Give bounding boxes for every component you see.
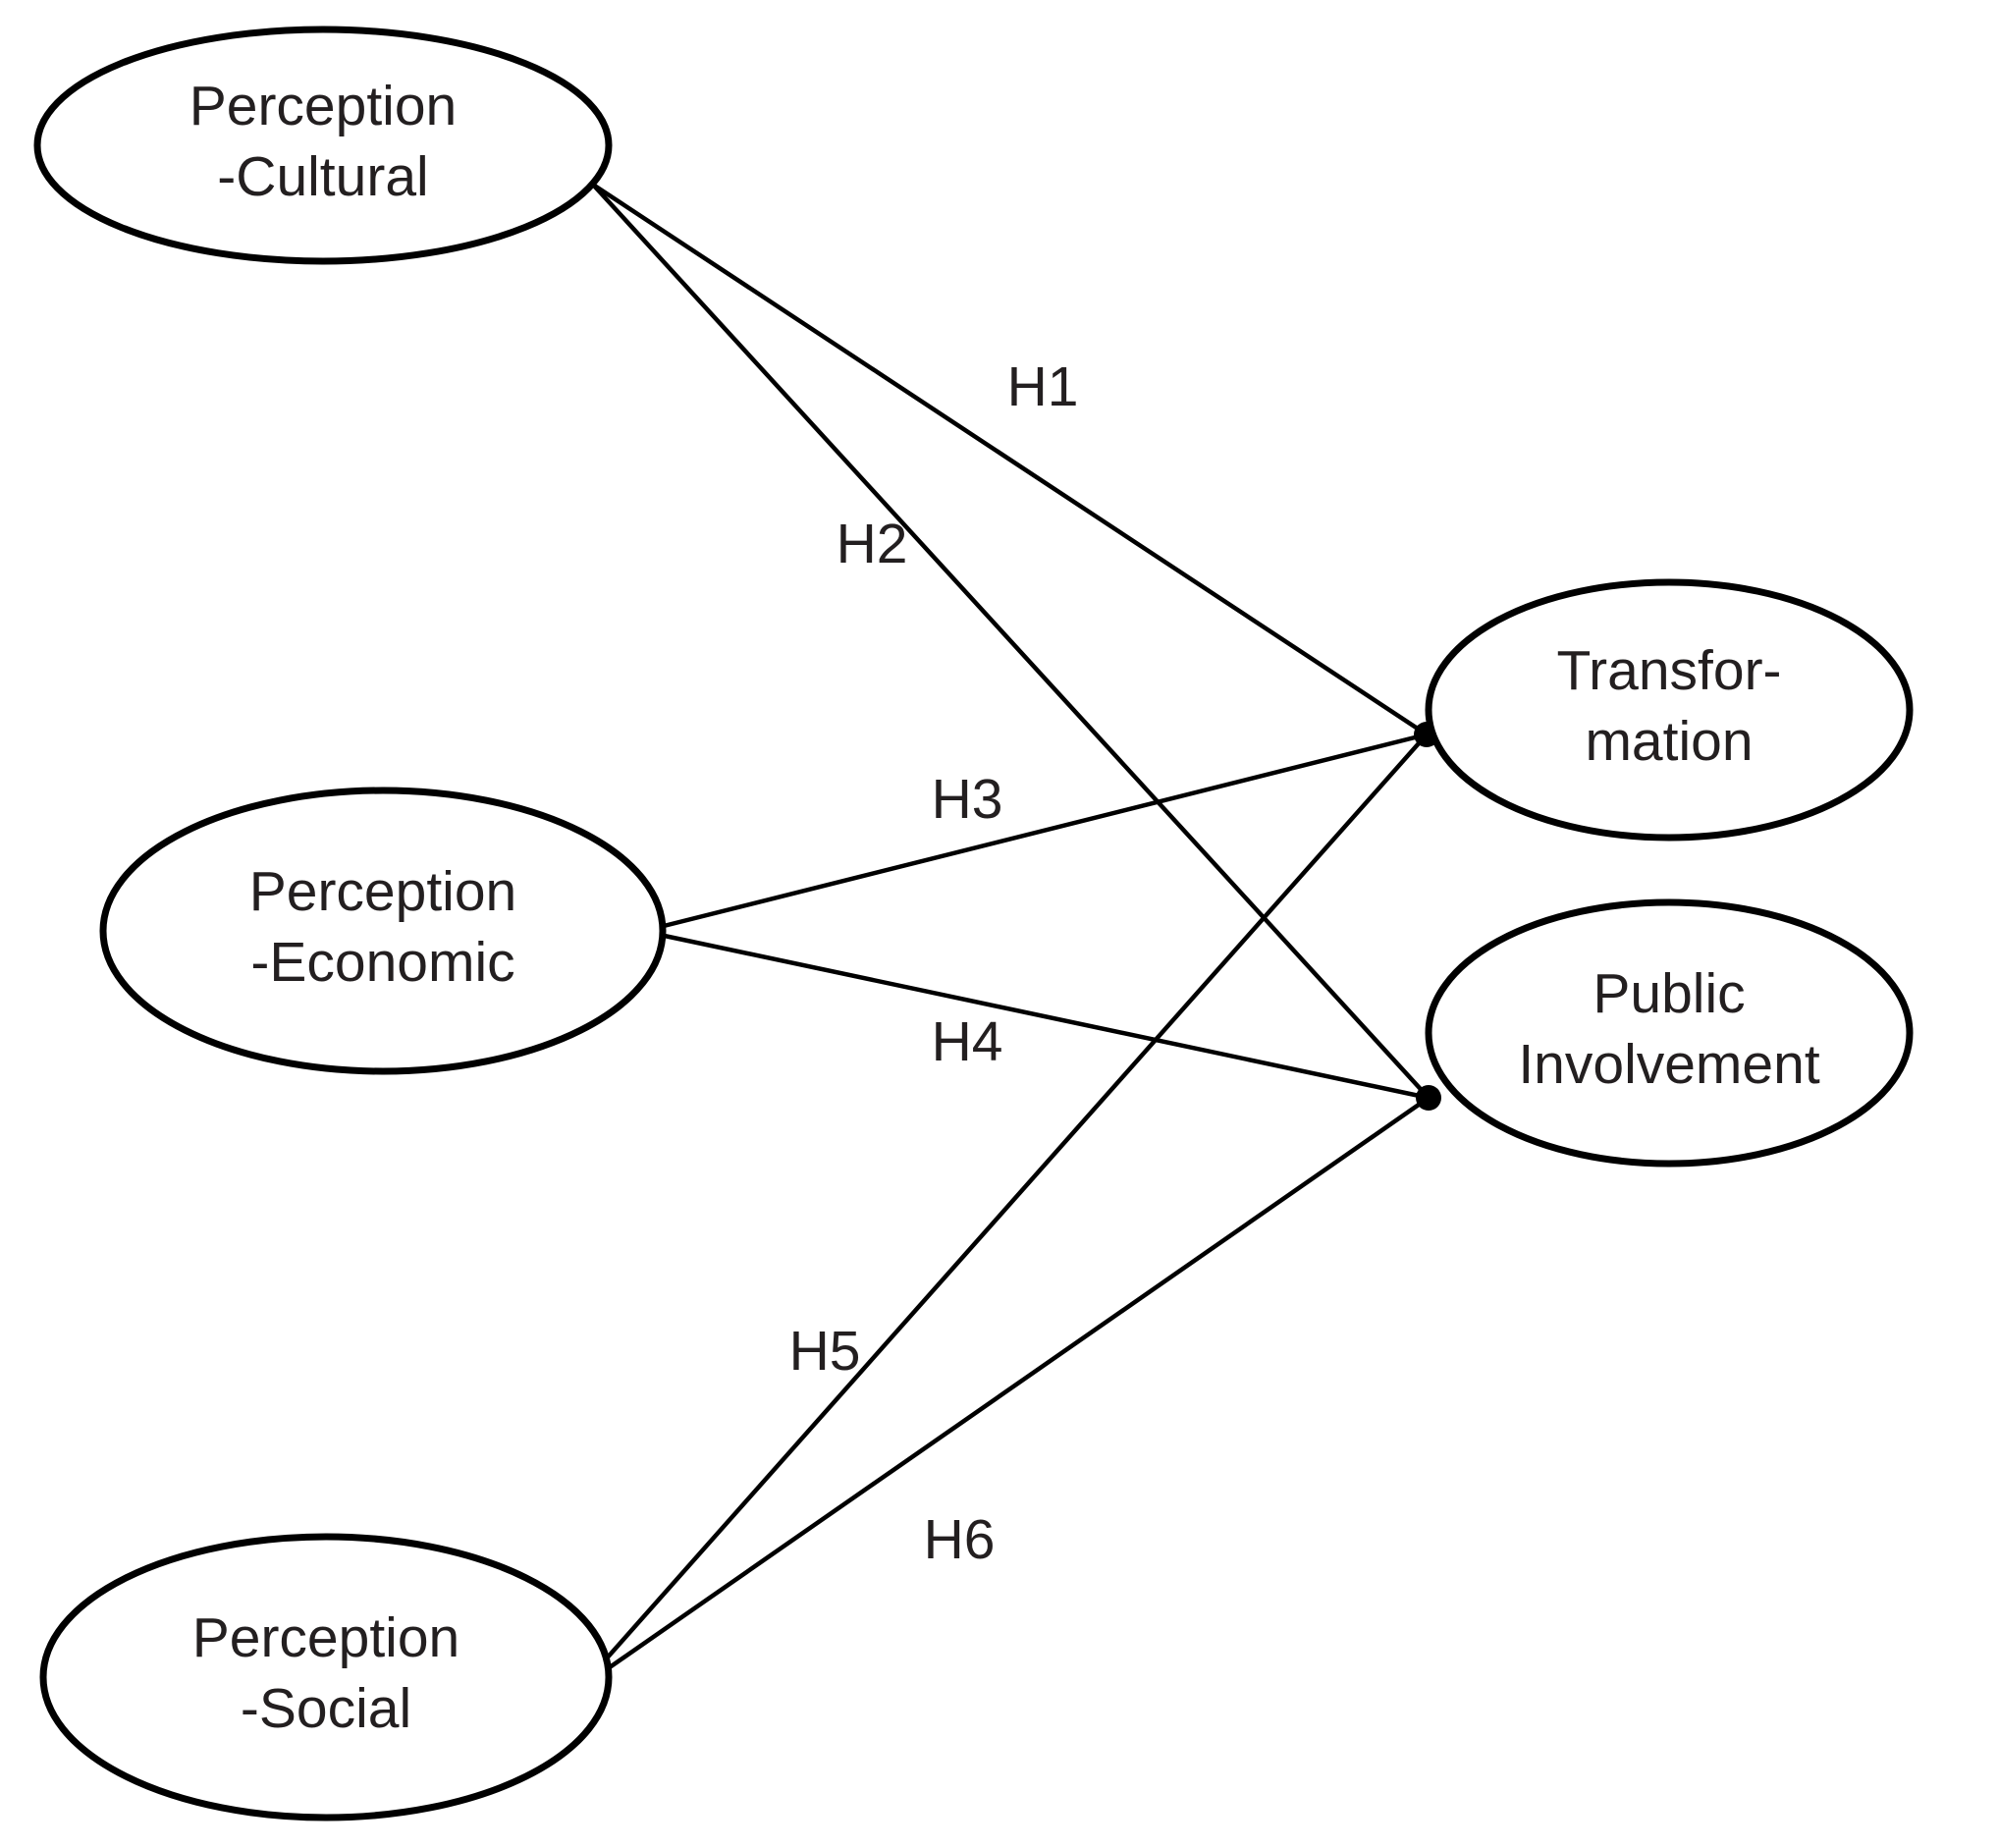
node-perception-social-ellipse[interactable] [39,1533,613,1821]
node-perception-cultural-label-line2: -Cultural [217,145,428,208]
node-perception-social-label-line1: Perception [192,1606,460,1669]
edge-h6-social-to-public-involvement[interactable] [595,1096,1431,1678]
node-public-involvement-label-line1: Public [1593,962,1745,1025]
edge-label-h1: H1 [1007,355,1079,418]
edges-group [591,183,1431,1678]
node-transformation-ellipse[interactable] [1425,578,1914,842]
node-transformation-label-line2: mation [1585,710,1753,773]
edge-h2-cultural-to-public-involvement[interactable] [591,183,1431,1100]
edge-label-h5: H5 [789,1320,861,1383]
edge-label-h3: H3 [932,768,1003,831]
edge-h1-cultural-to-transformation[interactable] [591,183,1429,736]
node-perception-economic-label-line1: Perception [249,860,517,923]
edge-h5-social-to-transformation[interactable] [595,733,1429,1671]
edge-label-h6: H6 [924,1508,996,1571]
edge-label-h4: H4 [932,1010,1003,1073]
node-perception-cultural-label-line1: Perception [189,75,458,137]
node-transformation-label-line1: Transfor- [1556,639,1781,702]
nodes-group: Perception -Cultural Perception -Economi… [33,26,1914,1821]
node-perception-cultural[interactable]: Perception -Cultural [33,26,613,265]
edge-h4-economic-to-public-involvement[interactable] [659,932,1430,1101]
node-perception-economic-ellipse[interactable] [99,787,667,1075]
node-public-involvement-label-line2: Involvement [1518,1033,1819,1096]
edge-label-h2: H2 [837,513,908,575]
node-perception-social-label-line2: -Social [241,1677,411,1740]
node-perception-economic-label-line2: -Economic [250,931,514,994]
edge-h3-economic-to-transformation[interactable] [659,732,1428,930]
node-perception-cultural-ellipse[interactable] [33,26,613,265]
node-perception-economic[interactable]: Perception -Economic [99,787,667,1075]
node-public-involvement-ellipse[interactable] [1425,898,1914,1168]
node-public-involvement[interactable]: Public Involvement [1425,898,1914,1168]
node-perception-social[interactable]: Perception -Social [39,1533,613,1821]
arrowhead-public-involvement-icon [1416,1085,1441,1111]
node-transformation[interactable]: Transfor- mation [1425,578,1914,842]
edge-labels-group: H1 H2 H3 H4 H5 H6 [789,355,1079,1571]
